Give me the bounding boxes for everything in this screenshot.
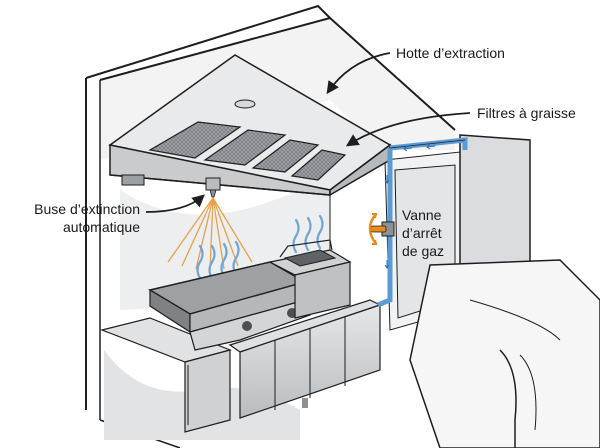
sprinkler-nozzle-icon [205, 177, 221, 198]
label-grease-filters: Filtres à graisse [477, 105, 576, 121]
valve-handle-icon [368, 213, 395, 245]
label-valve-line1: Vanne [402, 207, 442, 223]
grease-filters [148, 121, 347, 181]
extraction-hood [108, 54, 392, 197]
fryer [268, 239, 352, 319]
callout-arrows [145, 52, 471, 213]
label-nozzle-line1: Buse d’extinction [34, 201, 140, 217]
label-nozzle-line2: automatique [63, 219, 140, 235]
gas-pipe [377, 137, 468, 308]
extinguishing-spray [167, 197, 253, 271]
griddle [148, 261, 311, 351]
label-valve-line2: d’arrêt [402, 225, 442, 241]
label-valve-line3: de gaz [402, 243, 444, 259]
flow-arrow-icon [384, 143, 436, 269]
kitchen-counter [100, 299, 382, 433]
heat-waves [196, 214, 324, 280]
label-hood: Hotte d’extraction [396, 45, 505, 61]
